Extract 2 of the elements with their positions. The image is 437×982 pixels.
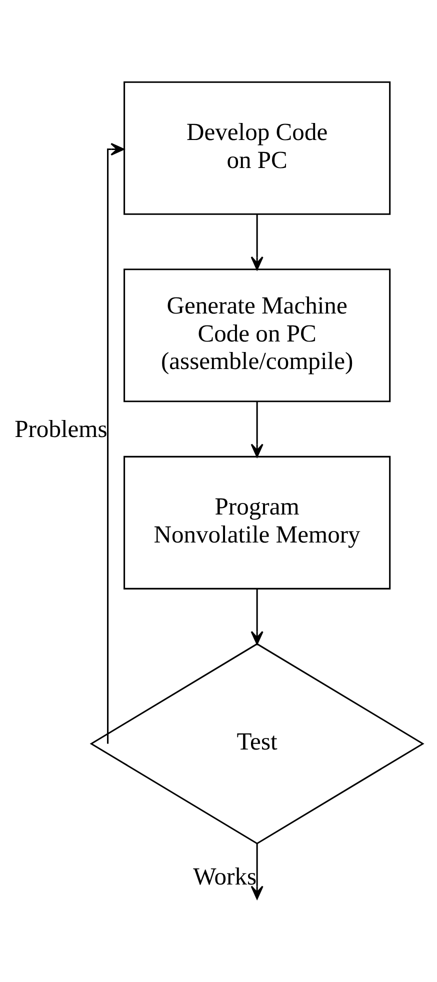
- edge-label: Problems: [14, 416, 108, 443]
- edge-label: Works: [193, 864, 257, 891]
